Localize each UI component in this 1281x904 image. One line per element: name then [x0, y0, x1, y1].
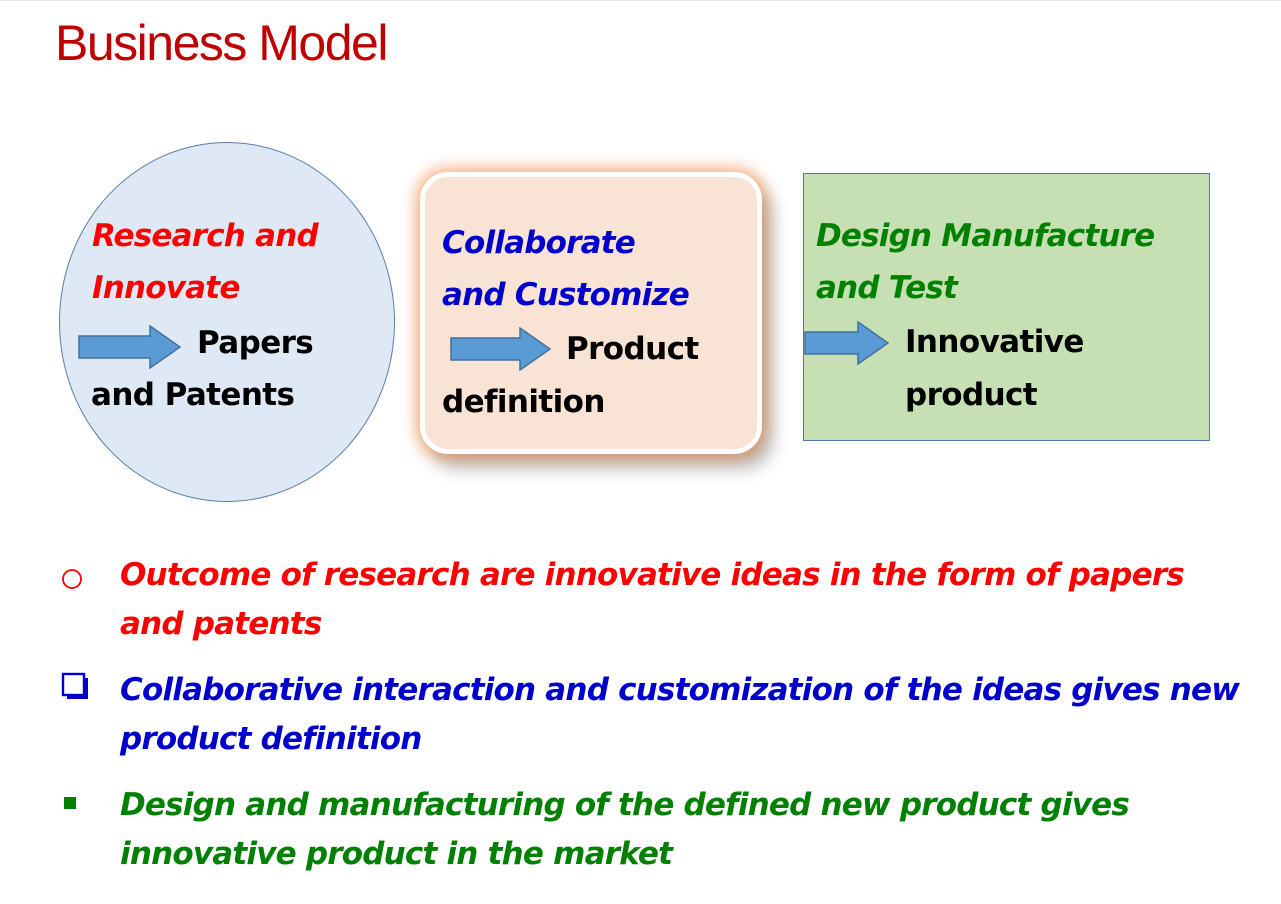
- collaborate-box: [420, 172, 762, 454]
- arrow-right-icon: [450, 327, 552, 371]
- bullet-research-line-1: Outcome of research are innovative ideas…: [120, 557, 1185, 593]
- bullet-research-line-2: and patents: [120, 606, 322, 642]
- bullet-text-collaborate: Collaborative interaction and customizat…: [120, 666, 1250, 764]
- collaborate-heading-line-2: and Customize: [442, 277, 690, 313]
- design-heading-line-2: and Test: [816, 270, 958, 306]
- research-heading-line-2: Innovate: [92, 270, 240, 306]
- research-circle: [59, 142, 395, 502]
- top-rule: [0, 0, 1281, 1]
- bullet-design-line-2: innovative product in the market: [120, 836, 673, 872]
- bullet-design-line-1: Design and manufacturing of the defined …: [120, 787, 1130, 823]
- filled-square-bullet-icon: [64, 797, 76, 809]
- page-title: Business Model: [55, 15, 388, 71]
- arrow-right-icon: [804, 321, 890, 365]
- design-output-line-1: Innovative: [905, 324, 1084, 360]
- collaborate-output-line-1: Product: [566, 331, 699, 367]
- design-output-line-2: product: [905, 377, 1038, 413]
- bullet-collaborate-line-1: Collaborative interaction and customizat…: [120, 672, 1240, 708]
- collaborate-output-line-2: definition: [442, 384, 605, 420]
- hollow-square-bullet-icon: [61, 672, 88, 699]
- research-heading: Research and Innovate: [92, 210, 319, 314]
- collaborate-heading-line-1: Collaborate: [442, 225, 636, 261]
- collaborate-heading: Collaborate and Customize: [442, 217, 690, 321]
- research-output-line-2: and Patents: [91, 377, 295, 413]
- design-heading: Design Manufacture and Test: [816, 210, 1155, 314]
- design-box: [803, 173, 1210, 441]
- bullet-text-research: Outcome of research are innovative ideas…: [120, 551, 1250, 649]
- design-heading-line-1: Design Manufacture: [816, 218, 1155, 254]
- arrow-right-icon: [78, 325, 182, 369]
- research-heading-line-1: Research and: [92, 218, 319, 254]
- hollow-circle-bullet-icon: [62, 569, 82, 589]
- bullet-collaborate-line-2: product definition: [120, 721, 422, 757]
- research-output-line-1: Papers: [197, 325, 314, 361]
- bullet-text-design: Design and manufacturing of the defined …: [120, 781, 1250, 879]
